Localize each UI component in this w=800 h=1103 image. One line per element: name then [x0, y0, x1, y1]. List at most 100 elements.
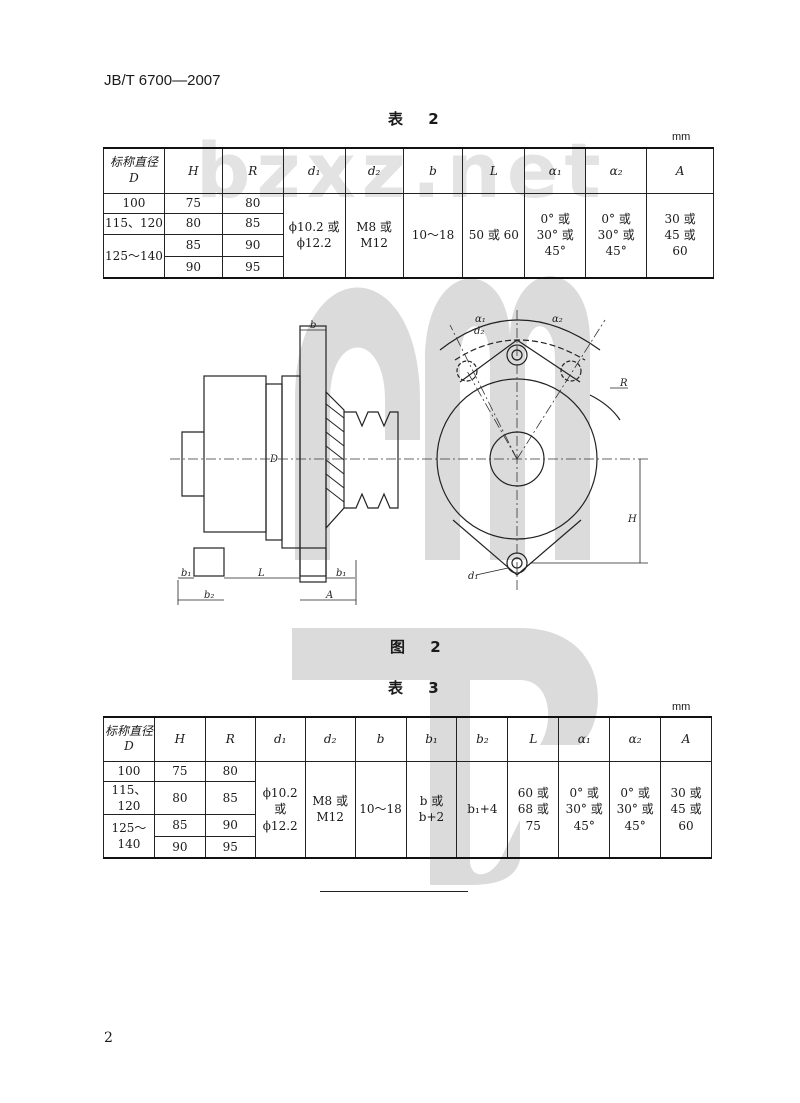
table3-cell-H: 80	[153, 780, 206, 815]
label-R: R	[619, 378, 628, 389]
table2-header-nominal-diameter: 标称直径 D	[103, 147, 165, 194]
table3-cell-H: 75	[153, 760, 206, 782]
table3-cell-alpha2: 0° 或 30° 或 45°	[609, 760, 662, 860]
L-line3: 75	[525, 818, 541, 833]
a2-line2: 30° 或	[597, 228, 635, 243]
label-alpha2: α₂	[552, 314, 563, 325]
table2-caption: 表 2	[388, 110, 449, 128]
table3-cell-D: 115、120	[103, 780, 155, 815]
L-line1: 60 或	[517, 786, 549, 801]
table2-header-L: L	[462, 147, 526, 194]
label-b: b	[310, 320, 316, 331]
watermark-shape-m	[425, 276, 590, 560]
table3-header-R: R	[204, 716, 256, 762]
d1-line1: ϕ10.2 或	[262, 786, 298, 817]
table-row: 100 75 80 ϕ10.2 或 ϕ12.2 M8 或 M12 10～18 b…	[103, 760, 712, 860]
A-line2: 45 或	[664, 228, 696, 243]
label-L: L	[257, 568, 265, 579]
foot-left	[193, 547, 225, 577]
table3-cell-A: 30 或 45 或 60	[660, 760, 712, 860]
a1-line2: 30° 或	[536, 228, 574, 243]
table2-cell-H: 85	[163, 233, 223, 257]
table2-cell-D: 100	[103, 192, 165, 214]
table2-header-d2: d₂	[344, 147, 404, 194]
d1-line2: ϕ12.2	[296, 236, 332, 251]
d2-line1: M8 或	[312, 794, 349, 809]
d2-line2: M12	[360, 236, 388, 251]
table2-cell-H: 90	[163, 255, 223, 279]
table-row: 100 75 80 ϕ10.2 或 ϕ12.2 M8 或 M12 10～18 5…	[103, 192, 714, 279]
page-number: 2	[104, 1030, 113, 1046]
table-row: 115、120 80 85	[103, 780, 712, 815]
table3-header-A: A	[660, 716, 712, 762]
a2-line2: 30° 或	[616, 802, 654, 817]
a1-line1: 0° 或	[540, 211, 570, 226]
table3-cell-R: 95	[204, 835, 256, 860]
table-row: 90 95	[104, 835, 712, 860]
table3-header-b2: b₂	[456, 716, 509, 762]
table3-cell-H: 90	[153, 835, 206, 860]
table3-header-b: b	[354, 716, 407, 762]
a1-line3: 45°	[544, 244, 566, 259]
table3-caption: 表 3	[388, 679, 449, 697]
table2-cell-R: 80	[221, 192, 284, 214]
table3-header-alpha1: α₁	[558, 716, 611, 762]
table2-header-alpha2: α₂	[585, 147, 648, 194]
a2-line3: 45°	[624, 818, 646, 833]
a2-line1: 0° 或	[620, 786, 650, 801]
table3-header-d2: d₂	[304, 716, 356, 762]
table3-cell-L: 60 或 68 或 75	[507, 760, 560, 860]
table2-unit: mm	[672, 131, 691, 143]
table2-cell-alpha2: 0° 或 30° 或 45°	[585, 192, 648, 279]
header-symbol: D	[129, 170, 139, 185]
radial-line-left-outer	[449, 324, 518, 460]
label-d1: d₁	[468, 571, 478, 582]
table3-cell-R: 80	[204, 760, 256, 782]
arc-d2	[454, 339, 586, 361]
A-line1: 30 或	[664, 211, 696, 226]
table-row: 125～140 85 90	[103, 813, 712, 860]
label-d2: d₂	[474, 326, 484, 337]
housing-boss	[181, 431, 204, 497]
foot-right	[299, 547, 327, 577]
table2-cell-d1: ϕ10.2 或 ϕ12.2	[282, 192, 346, 279]
table2-cell-R: 90	[221, 233, 284, 257]
d1-line1: ϕ10.2 或	[288, 220, 340, 235]
label-D: D	[269, 454, 278, 465]
a1-line1: 0° 或	[569, 786, 599, 801]
end-rule	[320, 891, 468, 892]
table3-cell-d1: ϕ10.2 或 ϕ12.2	[254, 760, 306, 860]
table3-cell-H: 85	[153, 813, 206, 837]
table2: 标称直径 D H R d₁ d₂ b L α₁ α₂ A 100 75 80 ϕ…	[103, 147, 714, 279]
table2-cell-d2: M8 或 M12	[344, 192, 404, 279]
table3-header-alpha2: α₂	[609, 716, 662, 762]
radial-line-right	[516, 319, 606, 460]
table2-header-d1: d₁	[282, 147, 346, 194]
table3-cell-D: 100	[103, 760, 155, 782]
table3: 标称直径 D H R d₁ d₂ b b₁ b₂ L α₁ α₂ A 100 7…	[103, 716, 712, 860]
table2-cell-R: 95	[221, 255, 284, 279]
table2-cell-D: 115、120	[103, 212, 165, 235]
label-A: A	[325, 590, 333, 601]
a2-line3: 45°	[605, 244, 627, 259]
table2-cell-D: 125～140	[103, 233, 165, 279]
fan-blades	[325, 403, 345, 503]
table2-header-alpha1: α₁	[524, 147, 587, 194]
A-line1: 30 或	[670, 786, 702, 801]
table2-cell-b: 10～18	[402, 192, 464, 279]
table3-cell-alpha1: 0° 或 30° 或 45°	[558, 760, 611, 860]
table2-cell-L: 50 或 60	[462, 192, 526, 279]
table3-header-nominal-diameter: 标称直径 D	[103, 716, 155, 762]
radial-line-left	[466, 370, 518, 460]
table-row: 90 95	[104, 255, 714, 279]
a2-line1: 0° 或	[601, 211, 631, 226]
table2-header-H: H	[163, 147, 223, 194]
lug-right	[560, 360, 582, 382]
d2-line2: M12	[316, 810, 344, 825]
table3-cell-b1: b 或 b+2	[405, 760, 458, 860]
table2-cell-H: 80	[163, 212, 223, 235]
table3-unit: mm	[672, 701, 691, 713]
label-b1-right: b₁	[336, 568, 346, 579]
table3-header-b1: b₁	[405, 716, 458, 762]
standard-number: JB/T 6700—2007	[104, 72, 221, 89]
